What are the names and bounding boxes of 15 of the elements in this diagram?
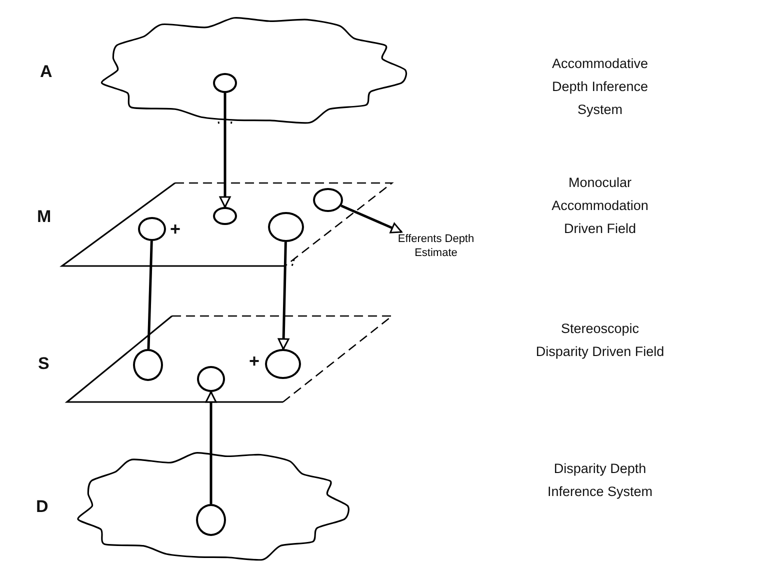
node-label: Efferents Depth Estimate (396, 232, 476, 260)
arrow (219, 93, 231, 208)
plus-sign: + (249, 351, 260, 372)
level-description: Accommodative Depth Inference System (550, 55, 650, 119)
level-description: Stereoscopic Disparity Driven Field (535, 320, 665, 361)
plus-sign: + (170, 219, 181, 240)
arrow (278, 242, 290, 350)
level-letter: S (38, 354, 50, 374)
level-letter: M (37, 207, 52, 227)
level-description: Monocular Accommodation Driven Field (550, 174, 650, 238)
level-letter: A (40, 62, 52, 82)
arrow (340, 204, 402, 234)
level-letter: D (36, 497, 48, 517)
level-description: Disparity Depth Inference System (546, 460, 654, 501)
arrow (205, 391, 217, 504)
